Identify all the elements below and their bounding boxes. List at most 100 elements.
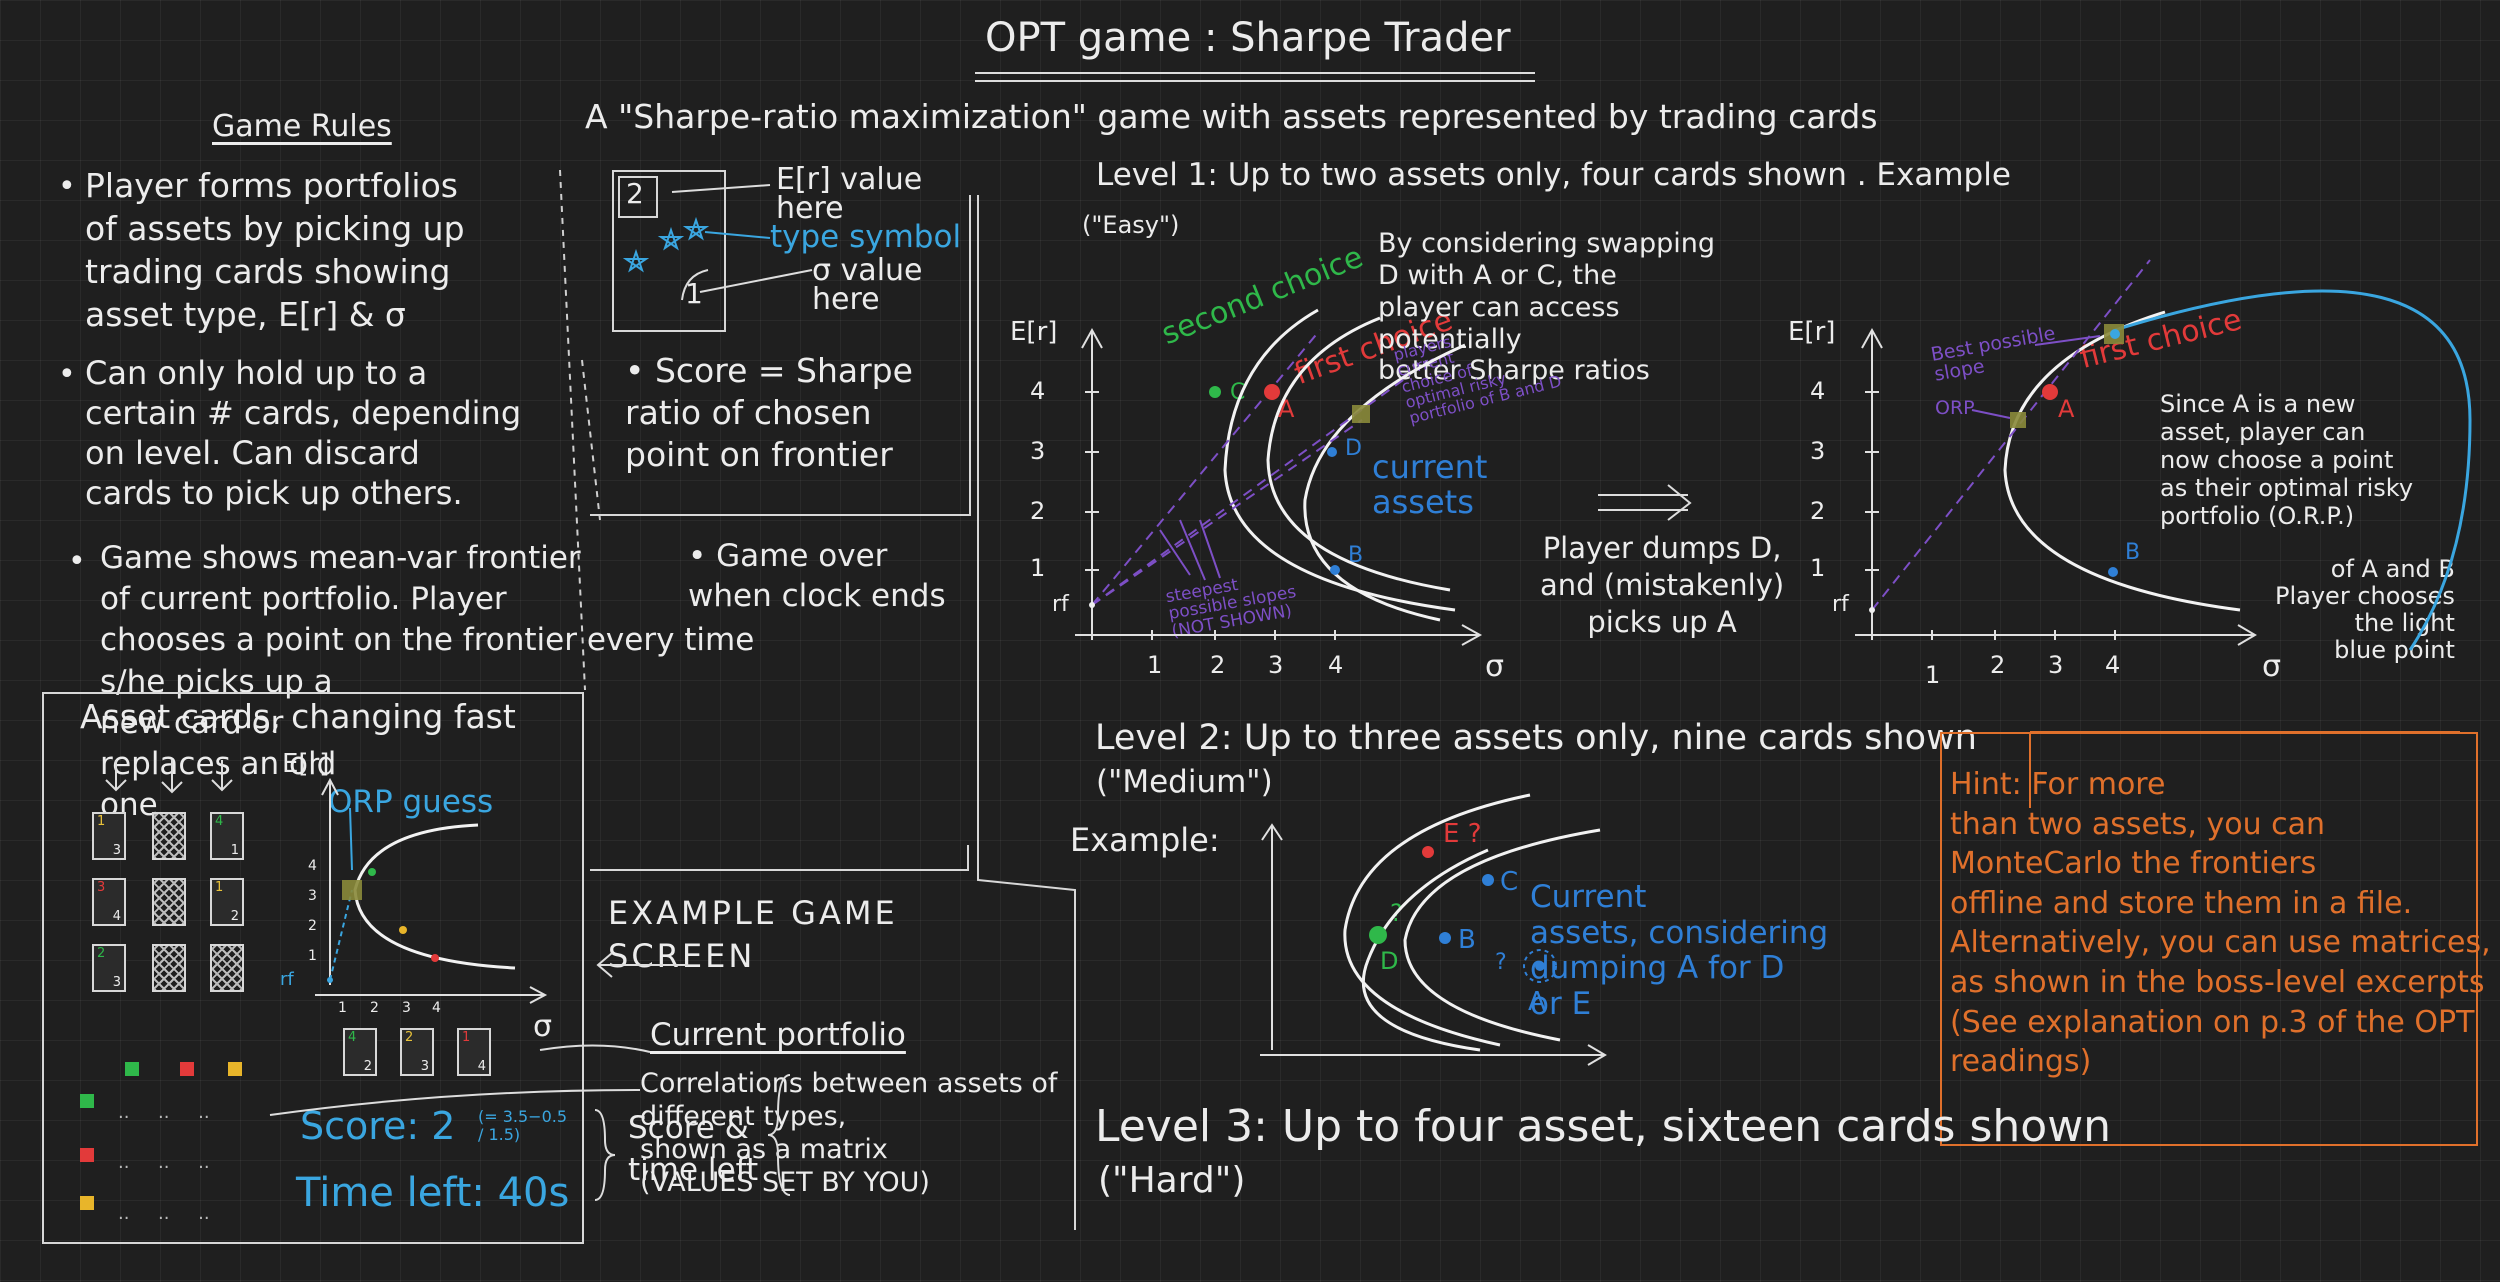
score-calculation: (= 3.5−0.5 / 1.5) [478,1107,568,1145]
asset-card-3-er: 4 [215,814,224,829]
level2-point-b-label: B [1458,925,1476,955]
asset-card-1-er: 1 [97,814,106,829]
asset-card-7[interactable]: 2 3 [92,944,126,992]
level1-sigma-label: σ [1485,649,1505,684]
level1-right-orp-marker [2010,412,2026,428]
level2-current-assets-note: Current assets, considering dumping A fo… [1530,879,1829,1022]
asset-card-6-er: 1 [215,880,224,895]
level2-frontier-2 [1403,828,1601,1042]
page-title: OPT game : Sharpe Trader [985,15,1511,61]
asset-card-3[interactable]: 4 1 [210,812,244,860]
portfolio-card-1[interactable]: 4 2 [343,1028,377,1076]
card-down-arrows [105,760,233,794]
level1-ytick-4: 4 [1030,377,1046,405]
example-point-green [368,868,376,876]
asset-card-7-sigma: 3 [112,975,121,990]
level2-frontier-3 [1361,848,1489,1052]
level1-right-ticks [1865,391,2116,640]
level2-point-a [1535,961,1545,971]
level1-point-d [1327,447,1337,457]
level1-right-lightblue-frontier [2114,289,2472,651]
corr-swatch-row-green [80,1094,94,1108]
level1-heading: Level 1: Up to two assets only, four car… [1096,157,2011,193]
level1-right-ytick-1: 1 [1810,554,1826,582]
level1-cml-1 [1091,329,1321,606]
of-ab-note: of A and B Player chooses the light blue… [2275,555,2455,664]
level1-right-point-a [2042,384,2058,400]
example-ytick-2: 2 [308,918,317,934]
portfolio-card-3[interactable]: 1 4 [457,1028,491,1076]
portfolio-card-3-er: 1 [462,1030,471,1045]
asset-card-4[interactable]: 3 4 [92,878,126,926]
level1-point-c [1209,386,1221,398]
level1-xtick-2: 2 [1210,651,1226,679]
type-symbol-arrow [704,231,771,239]
level1-ytick-1: 1 [1030,554,1046,582]
level1-frontier-cd [1223,308,1456,612]
level1-right-point-b [2108,567,2118,577]
asset-card-1[interactable]: 1 3 [92,812,126,860]
legend-card-top-value: 2 [626,177,644,210]
portfolio-card-3-sigma: 4 [477,1059,486,1074]
level2-difficulty: ("Medium") [1096,764,1273,800]
level1-right-point-a-label: A [2058,395,2075,423]
level1-steep-arrows [1159,519,1221,581]
asset-card-5[interactable] [152,878,186,926]
example-ytick-4: 4 [308,858,317,874]
example-point-red [431,954,439,962]
er-arrow [671,184,771,193]
level1-right-lightblue-point [2110,329,2120,339]
asset-card-2[interactable] [152,812,186,860]
level2-frontier-1 [1343,793,1531,1047]
example-ytick-1: 1 [308,948,317,964]
legend-card-top-box [618,176,658,218]
level1-y-axis [1081,327,1103,640]
level1-ytick-3: 3 [1030,437,1046,465]
example-sigma-label: σ [533,1009,553,1044]
score-time-label: Score & time left [628,1110,759,1188]
title-underline [975,72,1535,74]
orp-label: ORP [1935,397,1975,419]
asset-card-8[interactable] [152,944,186,992]
score-divider [581,359,601,521]
example-section-frame [977,195,1076,1230]
example-frontier [353,823,516,970]
level1-right-cml [1871,259,2151,611]
game-over-note: • Game over when clock ends [688,538,946,614]
portfolio-card-2[interactable]: 2 3 [400,1028,434,1076]
level1-right-ytick-4: 4 [1810,377,1826,405]
score-brace [594,1109,616,1201]
level1-right-xtick-1: 1 [1925,661,1941,689]
score-section-frame [590,195,971,516]
asset-card-9[interactable] [210,944,244,992]
level2-y-axis [1261,823,1283,1050]
rules-divider [559,169,586,691]
level1-point-d-label: D [1345,436,1362,461]
portfolio-card-2-er: 2 [405,1030,414,1045]
asset-card-6[interactable]: 1 2 [210,878,244,926]
intro-text: A "Sharpe-ratio maximization" game with … [585,97,1878,136]
level1-rf-dot [1089,602,1095,608]
example-x-axis [315,986,548,1004]
corr-swatch-row-red [80,1148,94,1162]
hint-text: Hint: For more than two assets, you can … [1950,767,2491,1080]
asset-card-7-er: 2 [97,946,106,961]
hint-box-tab [2029,731,2460,808]
legend-card-bottom-value: 1 [685,277,703,310]
level1-right-ytick-2: 2 [1810,497,1826,525]
asset-card-1-sigma: 3 [112,843,121,858]
level1-point-c-label: C [1230,380,1246,405]
level3-heading: Level 3: Up to four asset, sixteen cards… [1095,1101,2112,1152]
star-2 [657,226,685,251]
rules-bullet-2: Can only hold up to a certain # cards, d… [85,354,522,512]
example-xtick-4: 4 [432,1000,441,1016]
level2-point-c [1482,874,1494,886]
current-portfolio-label: Current portfolio [650,1017,906,1053]
correlations-note: Correlations between assets of different… [640,1068,1058,1198]
level1-right-sigma-label: σ [2262,649,2282,684]
example-screen-label: EXAMPLE GAME SCREEN [608,894,898,976]
corr-swatch-red [180,1062,194,1076]
time-left-display: Time left: 40s [296,1170,570,1216]
level2-point-e-label: E ? [1443,819,1482,849]
level1-er-label: E[r] [1010,317,1058,347]
